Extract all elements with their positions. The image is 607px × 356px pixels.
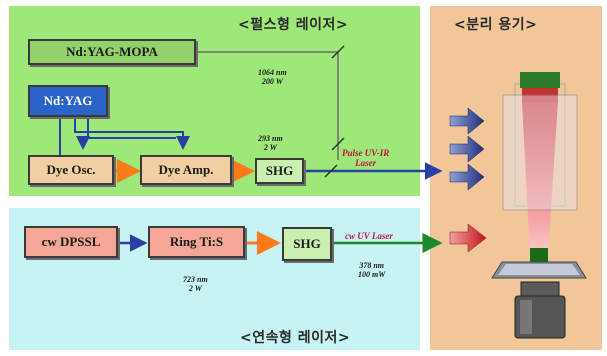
- ring-power: 2 W: [188, 284, 202, 293]
- separation-chamber-heading: <분리 용기>: [454, 17, 538, 33]
- mopa-power: 200 W: [261, 77, 283, 86]
- shg-power: 2 W: [263, 143, 277, 152]
- cw-dpssl-block: cw DPSSL: [24, 226, 118, 258]
- shg-wavelength: 293 nm: [258, 134, 283, 143]
- ring-spec-annotation: 723 nm 2 W: [183, 275, 208, 293]
- mopa-spec-annotation: 1064 nm 200 W: [258, 68, 287, 86]
- mopa-mirror: [331, 45, 345, 59]
- separation-chamber-apparatus: [491, 72, 587, 339]
- cw-beam-label: cw UV Laser: [345, 231, 393, 241]
- pulse-beam-arrows: [449, 107, 485, 191]
- shg-cw-block: SHG: [282, 227, 332, 261]
- pulsed-laser-heading: <펄스형 레이저>: [238, 17, 349, 33]
- cw-laser-heading: <연속형 레이저>: [240, 330, 351, 346]
- cw-wavelength: 378 nm: [359, 261, 384, 270]
- shg-mirror: [331, 137, 345, 151]
- nd-yag-mopa-block: Nd:YAG-MOPA: [28, 39, 196, 65]
- cw-beam-arrow: [449, 223, 487, 253]
- nd-yag-block: Nd:YAG: [28, 85, 108, 117]
- shg-pulsed-block: SHG: [255, 158, 304, 184]
- ring-tis-block: Ring Ti:S: [148, 226, 245, 258]
- ring-wavelength: 723 nm: [183, 275, 208, 284]
- pulse-beam-label: Pulse UV-IR Laser: [342, 148, 389, 168]
- cw-power: 100 mW: [358, 270, 386, 279]
- pulse-beam-label-line1: Pulse UV-IR: [342, 148, 390, 158]
- mopa-wavelength: 1064 nm: [258, 68, 287, 77]
- cw-spec-annotation: 378 nm 100 mW: [358, 261, 385, 279]
- dye-oscillator-block: Dye Osc.: [28, 155, 114, 185]
- dye-amplifier-block: Dye Amp.: [140, 155, 232, 185]
- shg-spec-annotation: 293 nm 2 W: [258, 134, 283, 152]
- pulse-beam-label-line2: Laser: [355, 158, 377, 168]
